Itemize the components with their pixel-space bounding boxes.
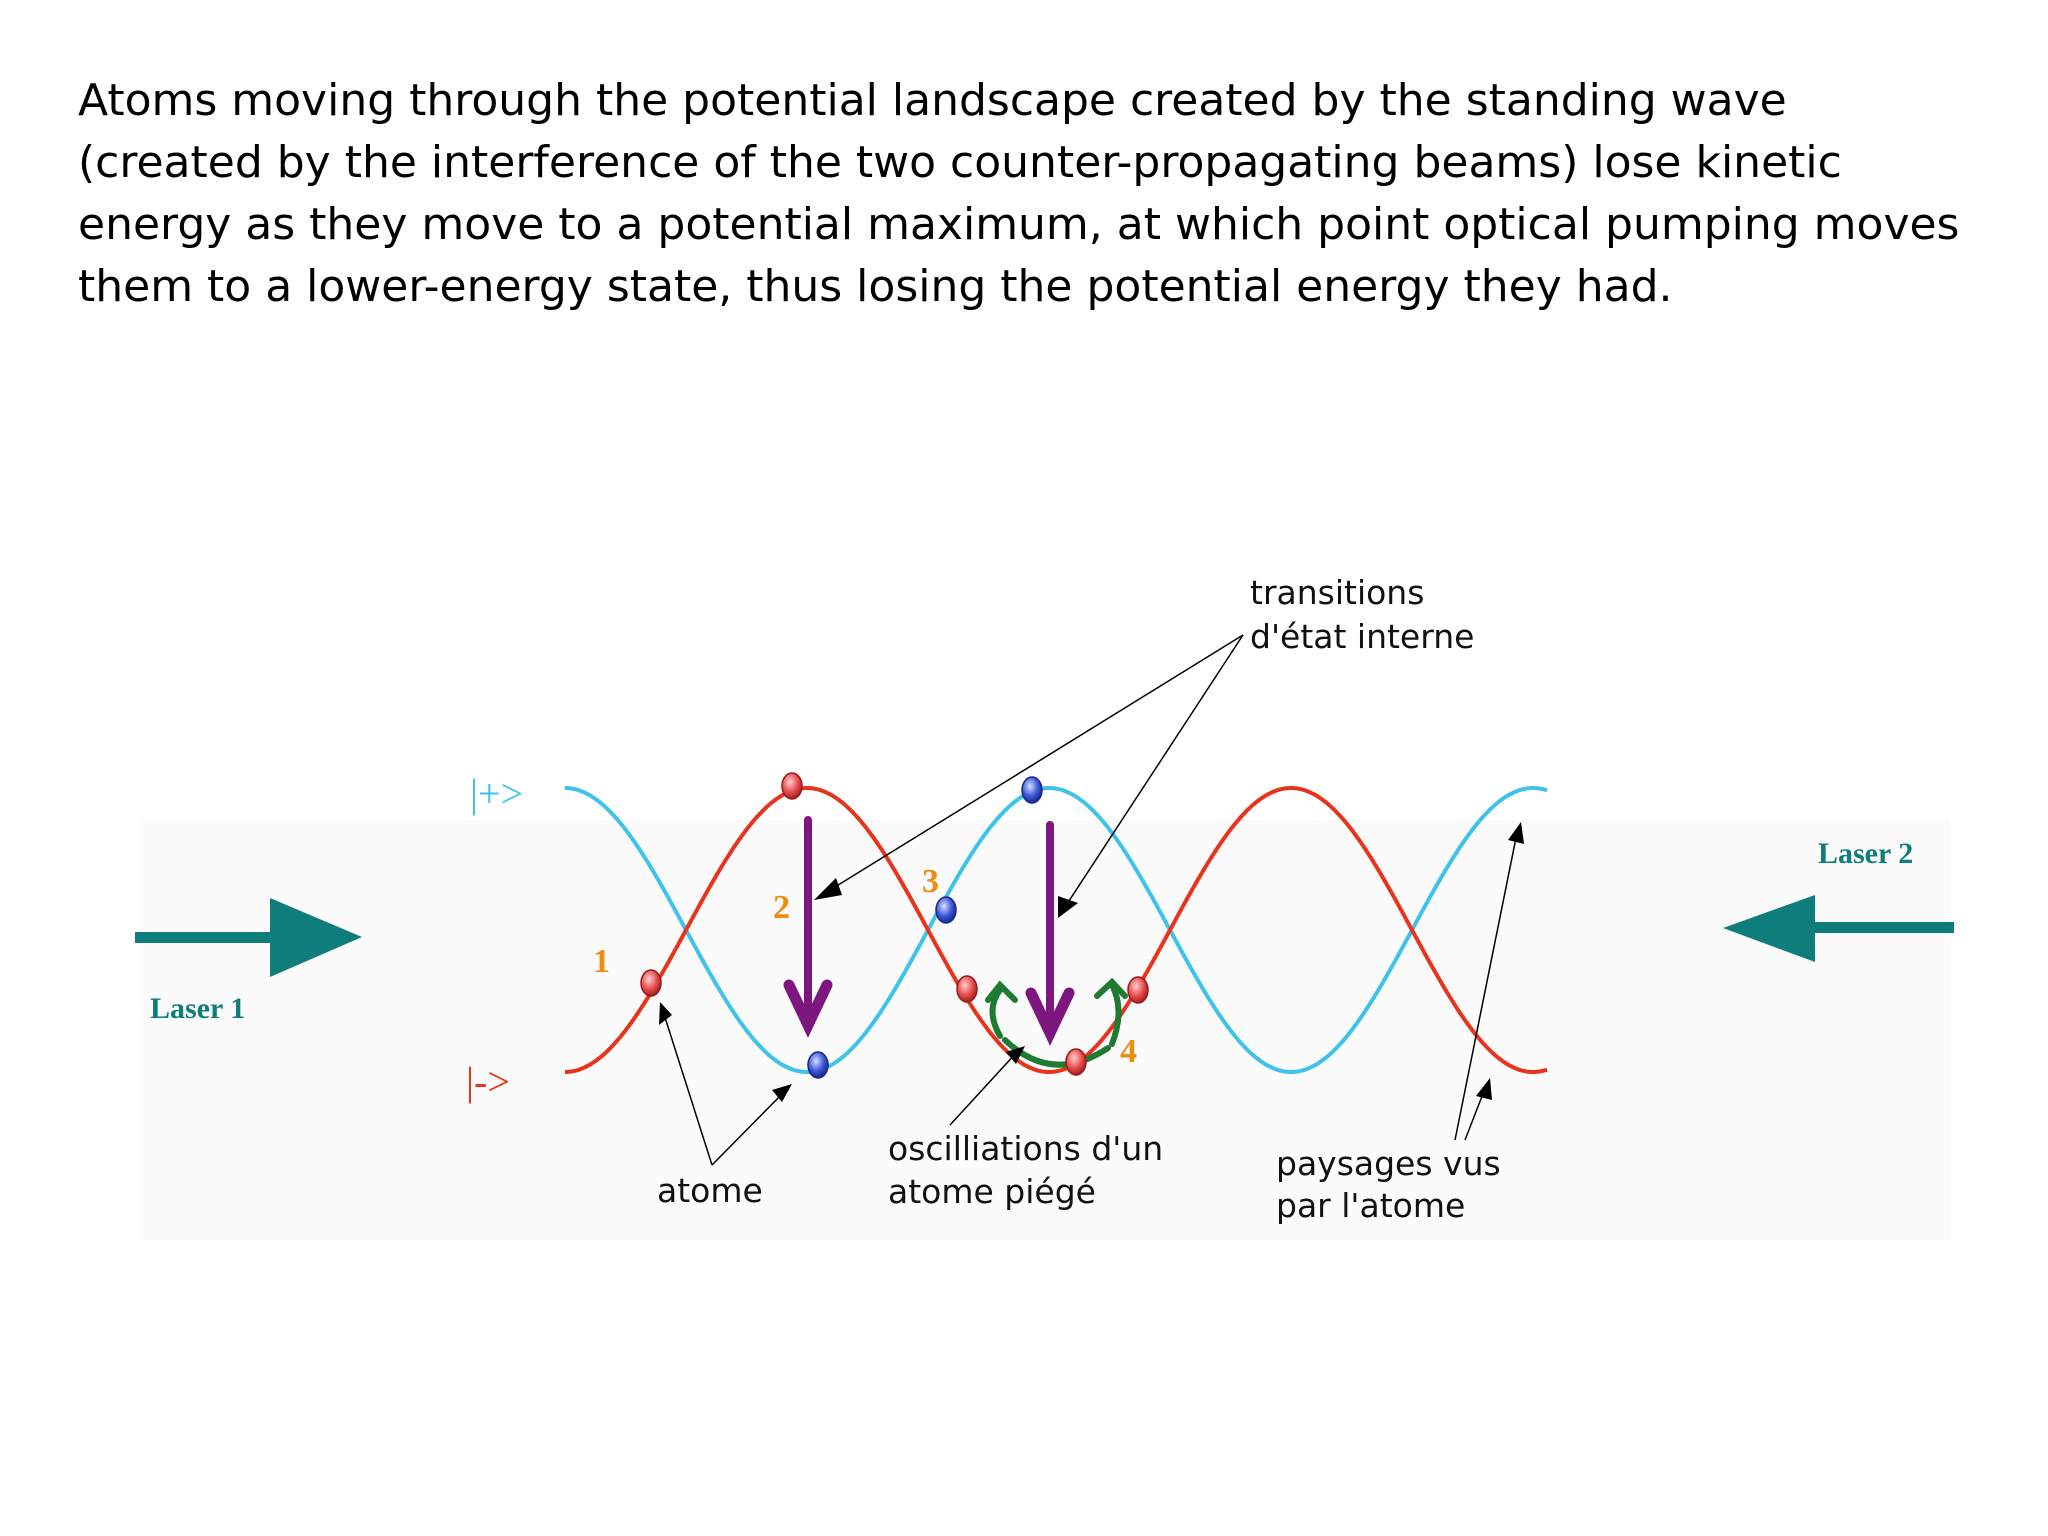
oscillations-label-line1: oscilliations d'un bbox=[888, 1129, 1163, 1168]
pump-arrow-left bbox=[783, 816, 833, 1038]
atom-trapped-right bbox=[1127, 976, 1149, 1004]
plus-state-label: |+> bbox=[470, 771, 523, 816]
atom-top-red bbox=[781, 772, 803, 800]
oscillation-arrow bbox=[985, 977, 1128, 1068]
step-number-2: 2 bbox=[773, 889, 790, 926]
caption-text: Atoms moving through the potential lands… bbox=[78, 75, 1960, 312]
minus-state-label: |-> bbox=[466, 1059, 510, 1104]
oscillations-label-line2: atome piégé bbox=[888, 1172, 1096, 1211]
atom-step3-blue bbox=[935, 896, 957, 924]
atom-top-blue bbox=[1021, 776, 1043, 804]
step-number-3: 3 bbox=[922, 863, 939, 900]
atom-step1 bbox=[640, 969, 662, 997]
annotation-pointers bbox=[661, 634, 1519, 1166]
atom-bottom-blue bbox=[807, 1051, 829, 1079]
plus-state-wave bbox=[565, 786, 1548, 1074]
minus-state-wave bbox=[565, 786, 1548, 1074]
annotation-arrowheads bbox=[659, 822, 1524, 1102]
laser2-label: Laser 2 bbox=[1818, 837, 1913, 870]
atome-label: atome bbox=[657, 1171, 763, 1210]
pump-arrow-right bbox=[1025, 821, 1075, 1046]
atom-trapped-bottom bbox=[1065, 1048, 1087, 1076]
atom-crossing-red bbox=[956, 975, 978, 1003]
laser1-label: Laser 1 bbox=[150, 992, 245, 1025]
laser1-arrow bbox=[135, 898, 362, 977]
step-number-4: 4 bbox=[1120, 1033, 1137, 1070]
transitions-label-line2: d'état interne bbox=[1250, 617, 1474, 656]
transitions-label-line1: transitions bbox=[1250, 573, 1424, 612]
step-number-1: 1 bbox=[593, 943, 610, 980]
laser2-arrow bbox=[1723, 895, 1954, 962]
paysages-label-line2: par l'atome bbox=[1276, 1186, 1465, 1225]
paysages-label-line1: paysages vus bbox=[1276, 1144, 1501, 1183]
